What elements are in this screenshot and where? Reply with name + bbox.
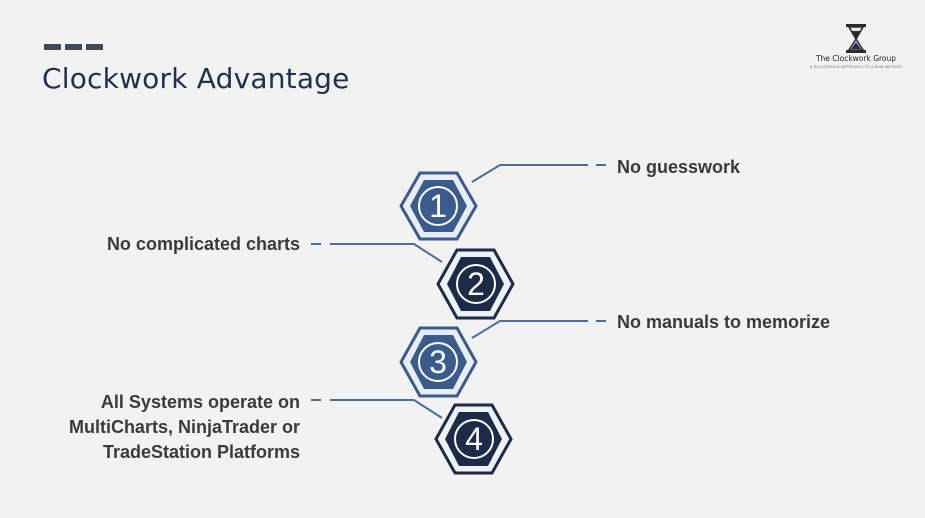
- hourglass-icon: [846, 24, 866, 53]
- company-logo: The Clockwork Group A SUCCESSFUL APPROAC…: [800, 22, 912, 82]
- step-3-hexagon: [399, 326, 478, 398]
- step-4-label-line: TradeStation Platforms: [102, 442, 300, 462]
- step-2-label: No complicated charts: [106, 234, 300, 254]
- step-1-hexagon: [399, 171, 478, 241]
- step-3-number: 3: [429, 344, 447, 380]
- step-4-label: All Systems operate on MultiCharts, Ninj…: [20, 390, 300, 465]
- step-4-hexagon: [434, 403, 513, 475]
- page-title: Clockwork Advantage: [42, 62, 350, 95]
- step-1-number: 1: [429, 188, 447, 224]
- connector-4: [330, 399, 443, 419]
- accent-bar-segment: [86, 44, 103, 50]
- step-4-label-line: MultiCharts, NinjaTrader or: [68, 417, 300, 437]
- step-2-number: 2: [467, 266, 485, 302]
- step-1-label: No guesswork: [617, 157, 741, 177]
- connector-1: [471, 164, 588, 183]
- logo-tagline: A SUCCESSFUL APPROACH TO A NEW METHOD: [810, 65, 902, 69]
- accent-bar-segment: [44, 44, 61, 50]
- step-4-label-line: All Systems operate on: [100, 392, 300, 412]
- connector-3: [471, 320, 588, 339]
- accent-bar-segment: [65, 44, 82, 50]
- accent-bar: [44, 44, 104, 50]
- step-3-label: No manuals to memorize: [617, 312, 831, 332]
- logo-name: The Clockwork Group: [815, 54, 897, 63]
- connector-2: [330, 243, 443, 263]
- step-4-number: 4: [465, 421, 483, 457]
- step-2-hexagon: [436, 248, 515, 320]
